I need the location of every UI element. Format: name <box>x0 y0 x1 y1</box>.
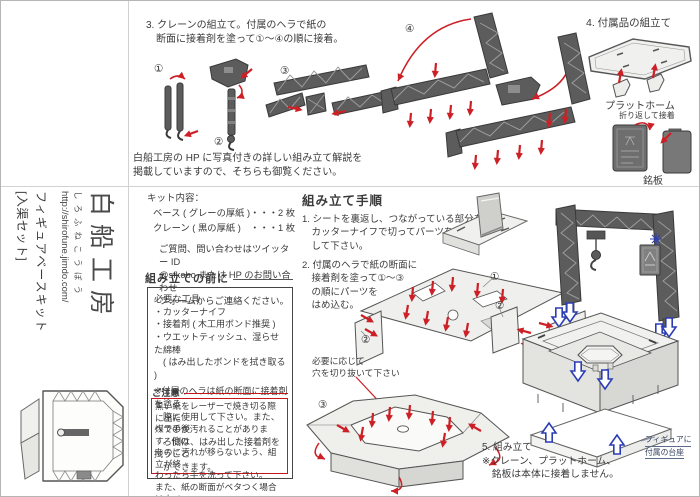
tool-wipes-note: ( はみ出したボンドを拭き取る ) <box>154 357 289 380</box>
crane-parts-diagram <box>164 58 392 151</box>
caution-text: 黒い紙をレーザーで焼き切る際に出た 煤で手が汚れることがあります。他の ものに汚… <box>155 401 277 496</box>
sidebar-rotated-block: 白船工房 しろふねこうぼう http://shirofune.jimdo.com… <box>9 191 121 341</box>
circled-1-label: ① <box>154 63 164 75</box>
circled-4-label: ④ <box>405 23 415 35</box>
crane-gantry-assembly-diagram <box>380 12 591 172</box>
kit-contents: キット内容： ベース ( グレーの厚紙 )・・・2 枚 クレーン ( 黒の厚紙 … <box>147 192 297 308</box>
sidebar: 白船工房 しろふねこうぼう http://shirofune.jimdo.com… <box>1 191 140 333</box>
spatula-note: ※付属のヘラは紙の断面に接着剤を塗る 際に使用して下さい。また、ヘラの後 ろ側は… <box>154 386 288 472</box>
caution-title: ご注意 <box>152 388 180 398</box>
kit-item-base: ベース ( グレーの厚紙 )・・・2 枚 <box>153 208 296 219</box>
circled-2-label-sheet-right: ② <box>495 300 505 312</box>
product-name: フィギュアベースキット <box>34 191 48 333</box>
crane-trolley-part <box>209 58 256 151</box>
kit-contents-title: キット内容： <box>147 193 205 204</box>
nameplate-diagram <box>612 122 692 174</box>
step3-instruction: 3. クレーンの組立て。付属のヘラで紙の 断面に接着剤を塗って①〜④の順に接着。 <box>146 20 344 45</box>
circled-3-label: ③ <box>280 65 290 77</box>
logo-kana: しろふねこうぼう <box>73 191 83 300</box>
final-assembly-diagram <box>521 204 680 468</box>
logo-text: 白船工房 <box>87 191 115 324</box>
crane-nameplate <box>639 244 661 276</box>
caution-heading: ご注意 <box>152 387 288 400</box>
cutting-sheet-diagram <box>441 192 529 256</box>
hole-cut-note: 必要に応じて 穴を切り抜いて下さい <box>312 356 400 378</box>
before-assembly-title: 組み立ての前に <box>145 273 229 285</box>
horizontal-divider <box>1 186 699 187</box>
step1-instruction: 1. シートを裏返し、つながっている部分を カッターナイフで切ってパーツを分離 … <box>302 214 484 252</box>
crane-hook-strips <box>164 71 201 141</box>
fold-note: 折り返して接着 <box>619 111 675 120</box>
tool-wipes: ・ウエットティッシュ、湿らせた綿棒 <box>154 332 280 355</box>
circled-2-label: ② <box>214 136 224 148</box>
gantry-crane <box>555 204 680 328</box>
vertical-divider <box>128 1 129 496</box>
pedestal-callout-line2: 付属の台座 <box>645 447 684 460</box>
figure-pedestal-slab <box>529 408 673 468</box>
circled-2-label-sheet-left: ② <box>361 334 371 346</box>
pedestal-callout: フィギュアに 付属の台座 <box>645 434 699 460</box>
finished-dock-drawing <box>20 390 124 482</box>
product-variant: [入渠セット] <box>15 191 29 262</box>
blue-mark <box>650 233 662 245</box>
platform-diagram <box>588 38 692 98</box>
step4-title: 4. 付属品の組立て <box>586 17 672 29</box>
heading-rule <box>233 279 293 281</box>
tool-glue: ・接着剤 ( 木工用ボンド推奨 ) <box>154 319 276 330</box>
contact-note: ご質問、問い合わせはツイッター ID @sfkobo または HP のお問い合わ… <box>159 244 291 307</box>
crane-lattice-frame <box>265 64 392 119</box>
base-box <box>521 312 680 414</box>
circled-1-label-sheet: ① <box>490 271 500 283</box>
pedestal-callout-line1: フィギュアに <box>645 434 692 447</box>
step5-instruction: 5. 組み立て ※クレーン、プラットホーム、 銘板は本体に接着しません。 <box>482 442 619 481</box>
before-assembly-box: 必要な工具 ・カッターナイフ ・接着剤 ( 木工用ボンド推奨 ) ・ウエットティ… <box>147 287 293 479</box>
nameplate-label: 銘板 <box>643 176 663 187</box>
tools-title: 必要な工具 <box>154 294 200 304</box>
tool-cutter: ・カッターナイフ <box>154 306 227 317</box>
platform-label: プラットホーム <box>605 101 675 112</box>
logo-url: http://shirofune.jimdo.com/ <box>59 191 70 303</box>
step2-instruction: 2. 付属のヘラで紙の断面に 接着剤を塗って①〜③ の順にパーツを はめ込む。 <box>302 260 418 311</box>
before-assembly-heading: 組み立ての前に <box>145 272 293 287</box>
caution-box: 黒い紙をレーザーで焼き切る際に出た 煤で手が汚れることがあります。他の ものに汚… <box>151 398 288 496</box>
assembly-steps-title: 組み立て手順 <box>302 194 384 208</box>
circled-3-label-tub: ③ <box>318 399 328 411</box>
hp-note: 白船工房の HP に写真付きの詳しい組み立て解説を 掲載していますので、そちらも… <box>133 153 363 178</box>
kit-item-crane: クレーン ( 黒の厚紙 ) ・・・1 枚 <box>153 223 296 234</box>
caution-rule <box>183 393 288 394</box>
base-tub-diagram <box>306 376 510 495</box>
